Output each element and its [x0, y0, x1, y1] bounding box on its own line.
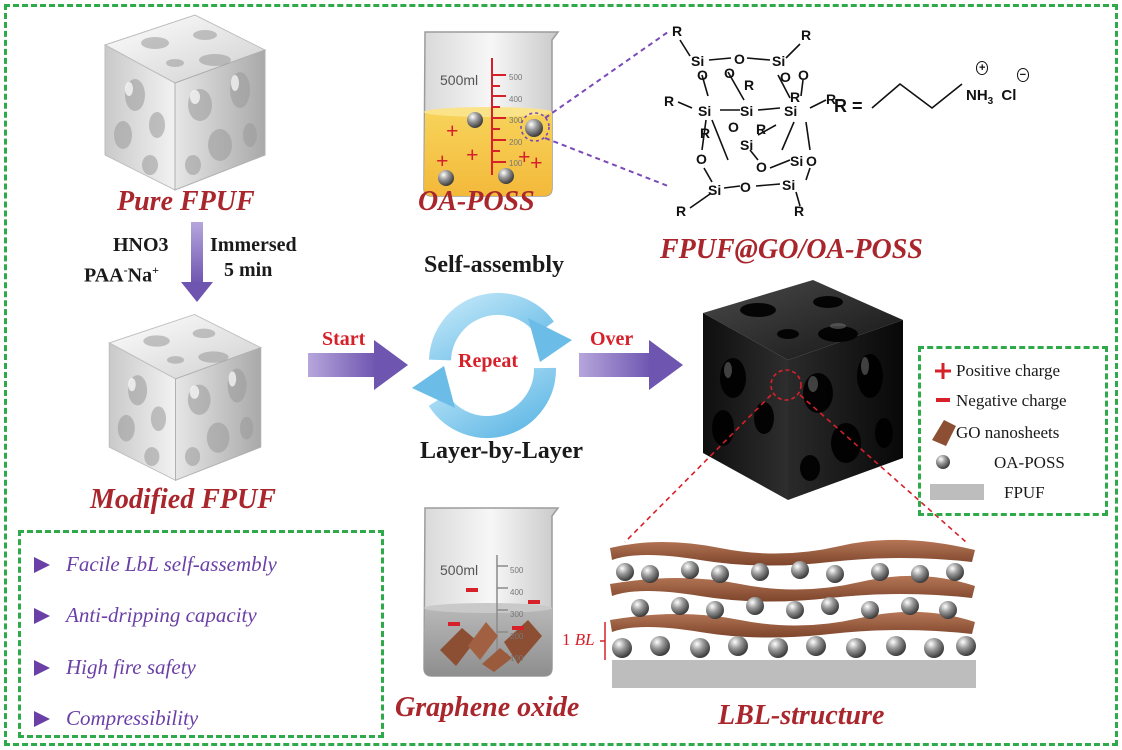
treatment-chem2: PAA-Na+	[84, 257, 159, 289]
legend-item-go: GO nanosheets	[918, 418, 1108, 448]
legend: Positive charge Negative charge GO nanos…	[918, 356, 1108, 516]
beaker-volume-label: 500ml	[440, 72, 478, 88]
feature-item: Compressibility	[34, 706, 198, 731]
product-title: FPUF@GO/OA-POSS	[660, 234, 923, 266]
start-label: Start	[322, 328, 365, 351]
charge-plus: +	[518, 144, 531, 170]
triangle-bullet-icon	[34, 711, 50, 727]
treatment-step1: Immersed	[210, 232, 297, 258]
treatment-chem1: HNO3	[113, 232, 169, 258]
charge-plus: +	[446, 118, 459, 144]
triangle-bullet-icon	[34, 660, 50, 676]
modified-fpuf-title: Modified FPUF	[90, 484, 276, 516]
charge-plus: +	[530, 150, 543, 176]
triangle-bullet-icon	[34, 608, 50, 624]
feature-item: Anti-dripping capacity	[34, 603, 257, 628]
feature-item: High fire safety	[34, 655, 196, 680]
charge-plus: +	[466, 142, 479, 168]
bl-label: 1 BL	[562, 630, 595, 650]
treatment-step2: 5 min	[224, 257, 272, 283]
feature-item: Facile LbL self-assembly	[34, 552, 277, 577]
graphene-oxide-title: Graphene oxide	[395, 692, 579, 724]
beaker-volume-label: 500ml	[440, 562, 478, 578]
oa-poss-title: OA-POSS	[418, 186, 535, 218]
layer-by-layer-label: Layer-by-Layer	[420, 438, 583, 465]
ammonium-group: + NH3 Cl −	[966, 70, 1033, 107]
over-label: Over	[590, 328, 633, 351]
triangle-bullet-icon	[34, 557, 50, 573]
legend-item-fpuf: FPUF	[918, 478, 1108, 508]
legend-item-negative: Negative charge	[918, 386, 1108, 416]
legend-item-positive: Positive charge	[918, 356, 1108, 386]
self-assembly-label: Self-assembly	[424, 252, 564, 279]
r-equals-label: R =	[834, 96, 863, 117]
charge-plus: +	[436, 148, 449, 174]
lbl-structure-title: LBL-structure	[718, 700, 884, 732]
pure-fpuf-title: Pure FPUF	[117, 186, 255, 218]
legend-item-oaposs: OA-POSS	[918, 448, 1108, 478]
repeat-label: Repeat	[458, 350, 518, 373]
